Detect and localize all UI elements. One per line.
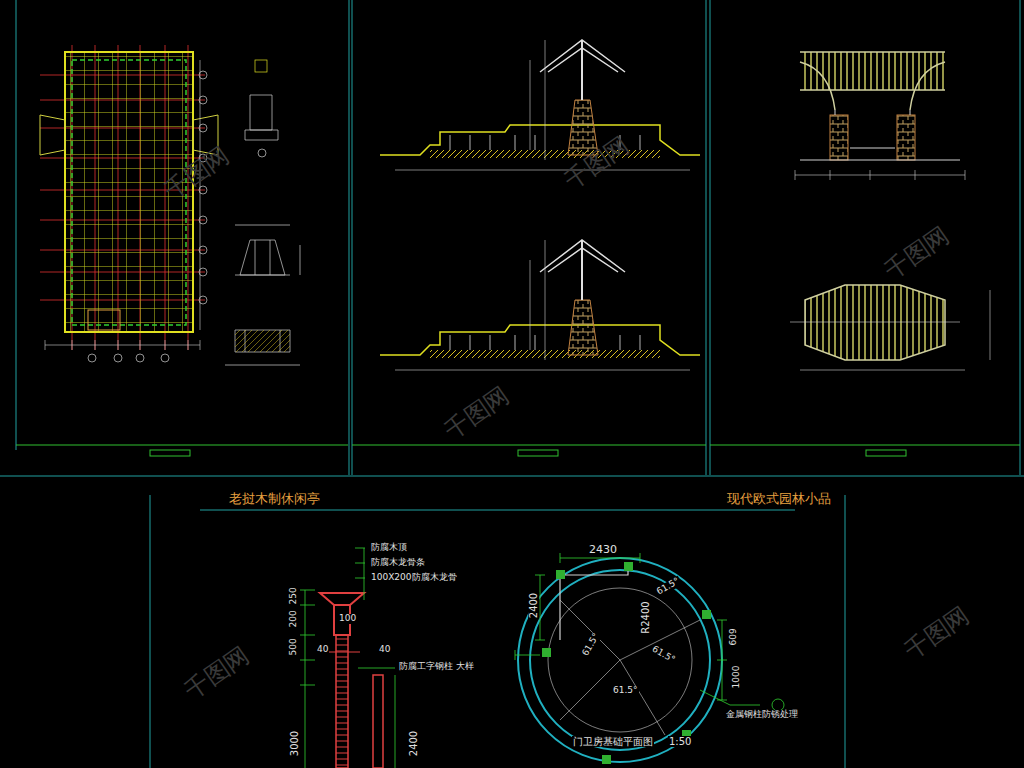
pavilion-section xyxy=(380,40,700,370)
dimension-text: 500 xyxy=(289,637,299,656)
drawing-name: 门卫房基础平面图 xyxy=(572,736,654,747)
callout-text: 金属钢柱防锈处理 xyxy=(725,710,799,720)
dimension-text: 1000 xyxy=(732,664,742,689)
dimension-text: 40 xyxy=(316,645,329,655)
dimension-text: 609 xyxy=(729,627,739,646)
watermark: 千图网 xyxy=(879,221,955,285)
watermark: 千图网 xyxy=(179,641,255,705)
angle-text: 61.5° xyxy=(612,686,639,696)
watermark: 千图网 xyxy=(439,381,515,445)
angle-text: 61.5° xyxy=(654,576,682,598)
dimension-text: 2400 xyxy=(528,592,539,619)
pergola-elevation xyxy=(795,52,965,180)
dimension-text: R2400 xyxy=(640,600,651,634)
dimension-text: 200 xyxy=(289,609,299,628)
scale-text: 1:50 xyxy=(668,736,692,747)
watermark: 千图网 xyxy=(559,131,635,195)
callout-text: 100X200防腐木龙骨 xyxy=(370,573,458,583)
dimension-text: 2400 xyxy=(408,730,419,757)
dimension-text: 3000 xyxy=(289,730,300,757)
angle-text: 61.5° xyxy=(580,631,602,659)
dimension-text: 100 xyxy=(338,614,357,624)
drawing-title: 现代欧式园林小品 xyxy=(726,492,832,506)
callout-text: 防腐木龙骨条 xyxy=(370,558,426,568)
dimension-text: 250 xyxy=(289,586,299,605)
gatehouse-plan xyxy=(515,553,784,764)
watermark: 千图网 xyxy=(899,601,975,665)
angle-text: 61.5° xyxy=(649,644,677,666)
watermark: 千图网 xyxy=(159,141,235,205)
dimension-text: 2430 xyxy=(588,544,618,556)
pavilion-plan xyxy=(40,45,300,365)
title-bar xyxy=(150,450,906,456)
dimension-text: 40 xyxy=(378,645,391,655)
callout-text: 防腐木顶 xyxy=(370,543,408,553)
callout-text: 防腐工字钢柱 大样 xyxy=(398,662,475,672)
pergola-roof-plan xyxy=(790,285,990,370)
drawing-title: 老挝木制休闲亭 xyxy=(228,492,321,506)
